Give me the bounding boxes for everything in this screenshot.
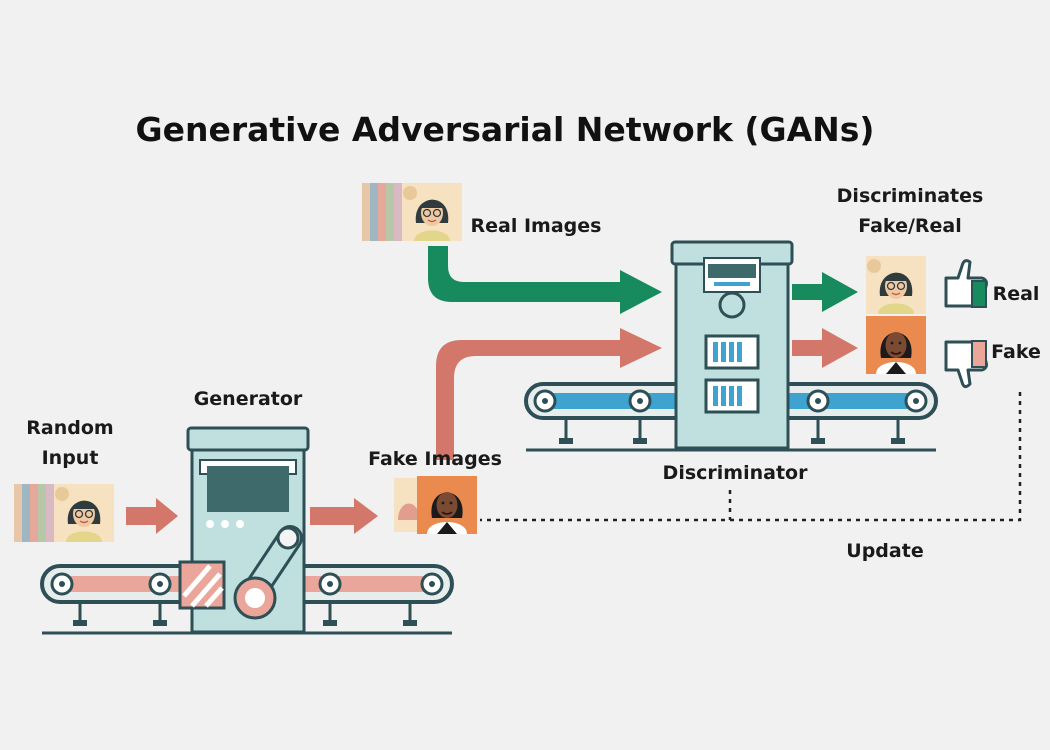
thumbs-down-icon <box>944 340 988 389</box>
random-input-label-line2: Input <box>41 447 99 469</box>
fake-images <box>394 475 478 535</box>
portrait-icon <box>865 315 927 375</box>
thumbs-up-icon <box>944 259 988 308</box>
generator-label: Generator <box>193 388 303 410</box>
fake-images-label: Fake Images <box>368 448 502 470</box>
page-title: Generative Adversarial Network (GANs) <box>135 110 875 149</box>
discriminator-machine-icon <box>670 240 794 450</box>
real-images <box>362 182 463 242</box>
discriminates-label: Discriminates Fake/Real <box>830 181 990 241</box>
portrait-icon <box>416 475 478 535</box>
portrait-icon <box>401 182 463 242</box>
discriminates-label-line2: Fake/Real <box>858 215 962 237</box>
random-input-label-line1: Random <box>26 417 114 439</box>
fake-output-label: Fake <box>991 341 1041 363</box>
real-images-label: Real Images <box>470 215 602 237</box>
generator-machine-icon <box>178 426 310 634</box>
portrait-icon <box>53 483 115 543</box>
discriminator-label: Discriminator <box>662 462 808 484</box>
arrow-icon <box>792 272 858 312</box>
update-feedback-line <box>480 392 1022 522</box>
arrow-icon <box>792 328 858 368</box>
arrow-icon <box>428 246 662 314</box>
random-input-images <box>14 483 115 543</box>
random-input-label: Random Input <box>20 413 120 473</box>
update-label: Update <box>846 540 924 562</box>
arrow-icon <box>310 498 378 534</box>
arrow-icon <box>436 328 662 460</box>
generator-conveyor-belt <box>40 564 454 635</box>
portrait-icon <box>865 255 927 315</box>
discriminates-label-line1: Discriminates <box>836 185 984 207</box>
arrow-icon <box>126 498 178 534</box>
real-output-label: Real <box>992 283 1040 305</box>
